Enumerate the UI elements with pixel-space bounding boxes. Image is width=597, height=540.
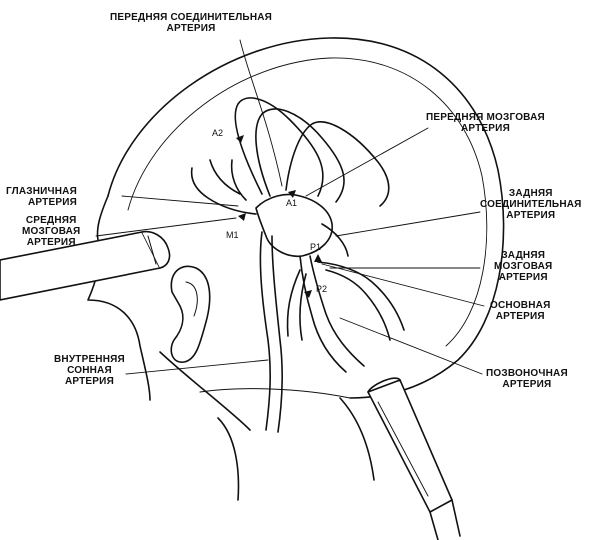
internal-carotid-vessel-2 <box>272 236 282 432</box>
tag-p2: P2 <box>316 284 327 294</box>
label-posterior-communicating-artery: ЗАДНЯЯ СОЕДИНИТЕЛЬНАЯ АРТЕРИЯ <box>480 188 582 221</box>
tag-m1: M1 <box>226 230 239 240</box>
ear <box>171 266 209 362</box>
label-ophthalmic-artery: ГЛАЗНИЧНАЯ АРТЕРИЯ <box>6 186 77 208</box>
pointer-acom <box>240 40 282 186</box>
right-probe-body <box>368 380 452 512</box>
basilar-vessel <box>300 256 346 372</box>
aca-loop-1 <box>235 98 323 196</box>
tag-a1: A1 <box>286 198 297 208</box>
skull-inner-line <box>128 58 487 346</box>
aca-loop-3 <box>286 122 389 206</box>
label-basilar-artery: ОСНОВНАЯ АРТЕРИЯ <box>490 300 550 322</box>
pointer-mca <box>96 218 236 236</box>
middle-cerebral-vessel <box>192 168 256 214</box>
tag-p1: P1 <box>310 242 321 252</box>
pointer-vertebral <box>340 318 482 374</box>
posterior-communicating-vessel <box>322 224 348 256</box>
pointer-aca <box>306 128 428 196</box>
ophthalmic-vessel <box>210 160 246 200</box>
pointer-ophthalmic <box>122 196 238 206</box>
neck-right <box>218 418 238 500</box>
posterior-cerebral-vessel <box>318 262 404 330</box>
label-posterior-cerebral-artery: ЗАДНЯЯ МОЗГОВАЯ АРТЕРИЯ <box>494 250 552 283</box>
aca-loop-2 <box>256 109 344 202</box>
posterior-cerebral-vessel-2 <box>326 270 390 340</box>
tag-a2: A2 <box>212 128 223 138</box>
label-middle-cerebral-artery: СРЕДНЯЯ МОЗГОВАЯ АРТЕРИЯ <box>22 215 80 248</box>
pointer-ica <box>126 360 268 374</box>
pointer-pcom <box>336 212 480 236</box>
label-anterior-cerebral-artery: ПЕРЕДНЯЯ МОЗГОВАЯ АРТЕРИЯ <box>426 112 545 134</box>
label-anterior-communicating-artery: ПЕРЕДНЯЯ СОЕДИНИТЕЛЬНАЯ АРТЕРИЯ <box>110 12 272 34</box>
label-internal-carotid-artery: ВНУТРЕННЯЯ СОННАЯ АРТЕРИЯ <box>54 354 125 387</box>
arrow-p1 <box>314 254 322 262</box>
pointer-basilar <box>322 264 484 306</box>
neck-line <box>200 389 350 398</box>
arrow-m1 <box>238 213 246 221</box>
label-vertebral-artery: ПОЗВОНОЧНАЯ АРТЕРИЯ <box>486 368 568 390</box>
arrow-a2 <box>236 135 244 143</box>
ear-inner <box>186 282 197 316</box>
internal-carotid-vessel <box>260 232 270 430</box>
neck-back <box>340 398 374 480</box>
